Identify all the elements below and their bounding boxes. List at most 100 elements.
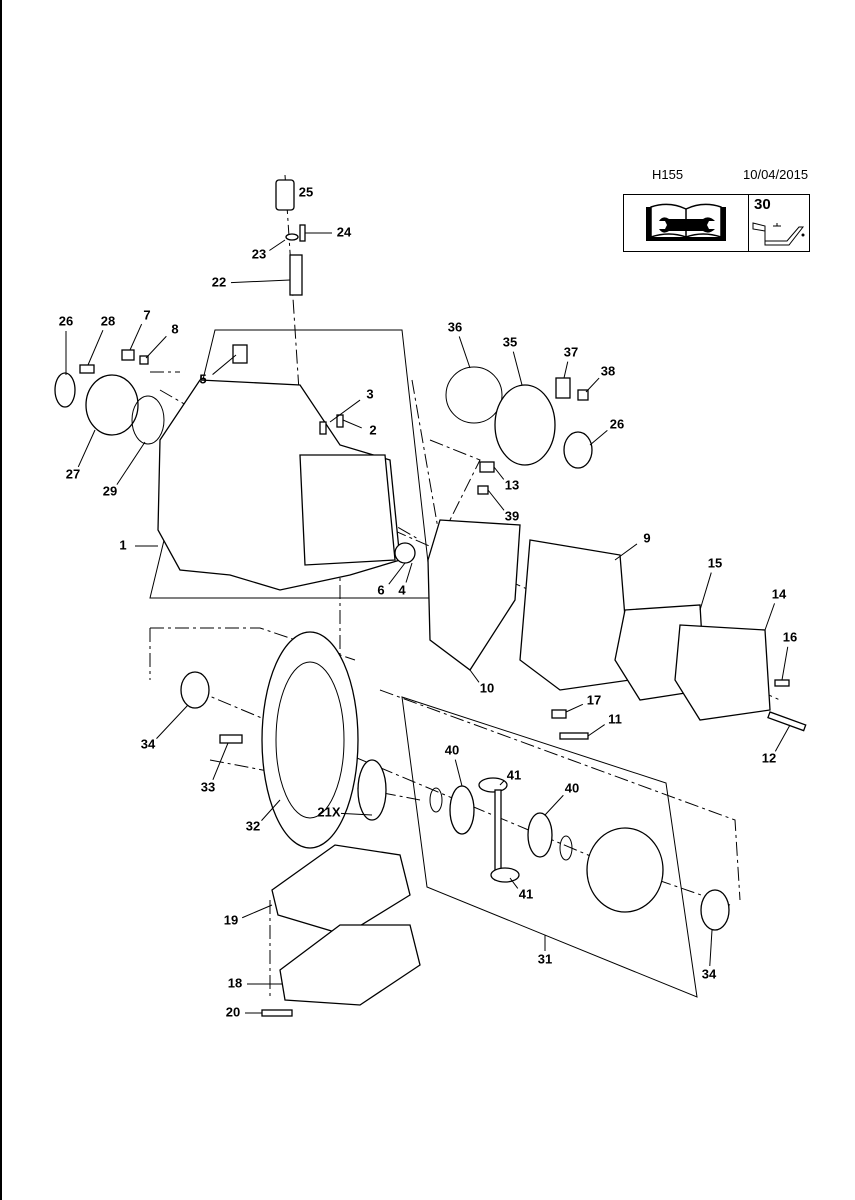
leader-line [145, 335, 167, 359]
leader-line [487, 489, 505, 511]
plug-39 [477, 485, 489, 495]
leader-line [116, 441, 146, 485]
seal-26-right [563, 431, 593, 469]
leader-line [212, 742, 229, 780]
leader-line [77, 429, 96, 468]
leader-line [764, 603, 776, 631]
callout-27: 27 [66, 466, 80, 481]
page-border [0, 0, 2, 1200]
callout-1: 1 [119, 537, 126, 552]
bolt-11 [559, 732, 589, 740]
differential-group-frame [401, 696, 698, 998]
speedo-drive-22 [289, 254, 303, 296]
plug-7 [121, 349, 135, 361]
oil-pan-18 [279, 924, 421, 1006]
callout-3: 3 [366, 386, 373, 401]
housing-flange [299, 454, 396, 566]
callout-26: 26 [59, 313, 73, 328]
leader-line [241, 904, 273, 919]
callout-11: 11 [608, 711, 622, 726]
callout-41: 41 [507, 767, 521, 782]
bolt-28 [79, 364, 95, 374]
callout-19: 19 [224, 912, 238, 927]
callout-6: 6 [377, 582, 384, 597]
gasket-10 [427, 519, 521, 671]
diagram-code: H155 [652, 167, 684, 182]
o-ring-29 [131, 395, 165, 445]
bolt-20 [261, 1009, 293, 1017]
callout-24: 24 [337, 224, 352, 239]
gear-41-bottom [490, 867, 520, 883]
flange-27 [85, 374, 139, 436]
oil-reference: 30 [754, 196, 771, 213]
leader-line [230, 279, 291, 284]
legend-box: 30 [623, 194, 810, 252]
clip-23 [285, 233, 299, 241]
bearing-34-right [700, 889, 730, 931]
callout-23: 23 [252, 246, 266, 261]
leader-line [87, 329, 104, 366]
bearing-6 [394, 542, 416, 564]
plug-17 [551, 709, 567, 719]
part-5 [232, 344, 248, 364]
gasket-19 [271, 844, 411, 936]
bolt-33 [219, 734, 243, 744]
callout-22: 22 [212, 274, 226, 289]
pin-3 [319, 421, 327, 435]
callout-28: 28 [101, 313, 115, 328]
leader-line [565, 703, 584, 713]
ring-21x [357, 759, 387, 821]
callout-2: 2 [369, 422, 376, 437]
o-ring-36 [445, 366, 503, 424]
callout-26: 26 [610, 416, 624, 431]
bolt-16 [774, 679, 790, 687]
bearing-34-left [180, 671, 210, 709]
callout-9: 9 [643, 530, 650, 545]
cover-14 [674, 624, 771, 721]
callout-25: 25 [299, 184, 313, 199]
callout-29: 29 [103, 483, 117, 498]
leader-line [469, 669, 480, 683]
leader-line [509, 877, 519, 889]
callout-8: 8 [171, 321, 178, 336]
leader-line [129, 323, 143, 351]
leader-line [587, 724, 605, 737]
cover-9 [519, 539, 631, 691]
leader-line [709, 929, 713, 967]
callout-12: 12 [762, 750, 776, 765]
leader-line [774, 724, 791, 752]
callout-38: 38 [601, 363, 615, 378]
washer-8 [139, 355, 149, 365]
leader-line [499, 780, 505, 786]
callout-13: 13 [505, 477, 519, 492]
callout-20: 20 [226, 1004, 240, 1019]
leader-line [269, 239, 286, 251]
leader-line [699, 572, 712, 611]
callout-4: 4 [398, 582, 406, 597]
leader-line [212, 354, 237, 375]
leader-line [156, 704, 189, 739]
pin-13 [479, 461, 495, 473]
seal-26-left [54, 372, 76, 408]
callout-31: 31 [538, 951, 552, 966]
leader-line [563, 361, 569, 379]
leader-line [329, 399, 361, 423]
leader-line [340, 812, 373, 816]
leader-line [614, 543, 638, 561]
leader-line [458, 336, 471, 369]
leader-line [405, 562, 413, 583]
callout-35: 35 [503, 334, 517, 349]
leader-line [589, 429, 608, 446]
callout-7: 7 [143, 307, 150, 322]
callout-37: 37 [564, 344, 578, 359]
bolt-12 [767, 711, 807, 732]
leader-line [512, 351, 523, 386]
callout-21X: 21X [317, 804, 340, 819]
leader-line [388, 562, 406, 585]
repair-manual-wrench-icon [624, 195, 749, 251]
callout-18: 18 [228, 975, 242, 990]
leader-line [454, 759, 463, 787]
leader-line [544, 794, 564, 816]
bracket-37 [555, 377, 571, 399]
